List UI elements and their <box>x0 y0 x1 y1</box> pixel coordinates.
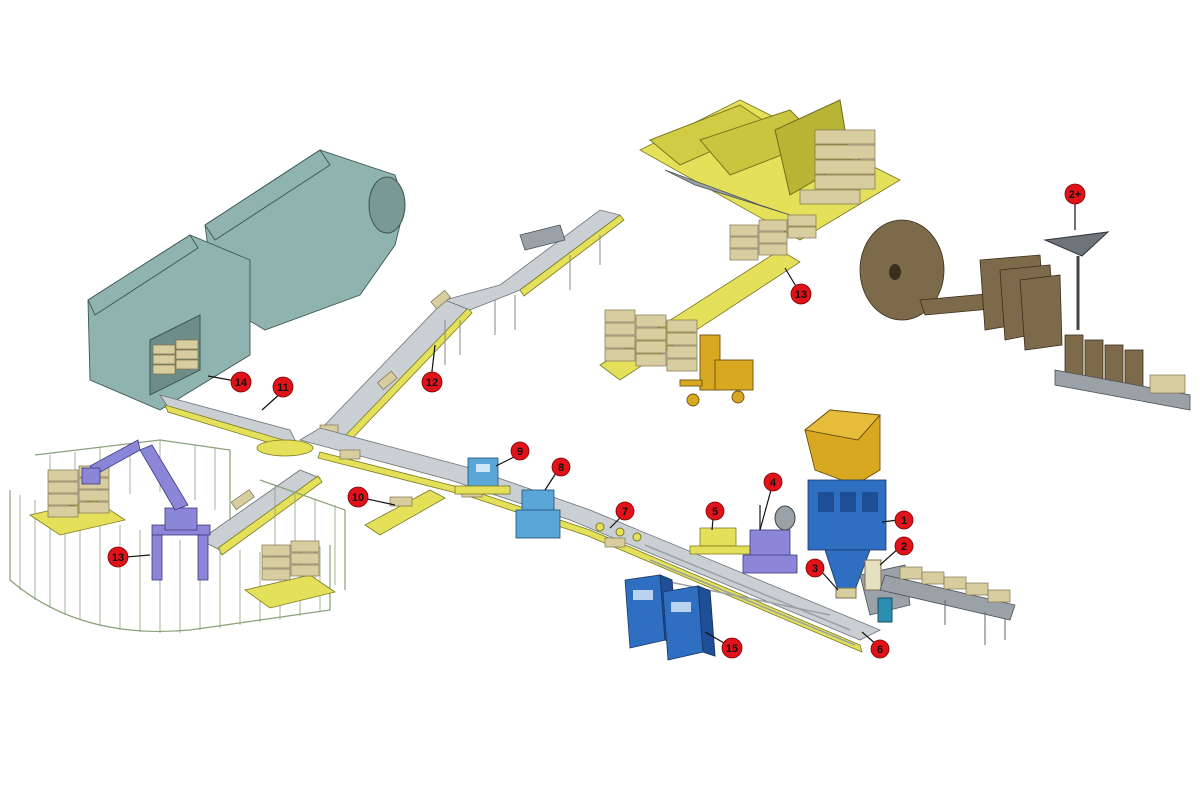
filler-body <box>807 479 887 551</box>
output-sack <box>1149 374 1186 394</box>
svg-text:6: 6 <box>877 644 883 656</box>
callout-2: 2 <box>894 536 914 556</box>
conveyor-12-incline <box>319 209 625 445</box>
machine-7-sensors <box>595 522 642 542</box>
leader-lines <box>125 203 1076 648</box>
svg-text:13: 13 <box>795 289 807 301</box>
mini-hopper <box>1043 231 1110 257</box>
bag-forming-sheets <box>979 254 1063 351</box>
machine-5 <box>689 527 751 555</box>
turntable <box>256 439 314 457</box>
svg-text:2: 2 <box>901 541 907 553</box>
svg-text:7: 7 <box>622 506 628 518</box>
robot-pallet-left <box>29 465 126 536</box>
svg-text:14: 14 <box>235 377 248 389</box>
platform-bag-stack <box>799 129 876 205</box>
main-conveyor <box>298 427 881 653</box>
filling-machine-1 <box>803 409 887 599</box>
pallet-stack-b <box>729 214 817 261</box>
robot-cell <box>9 439 346 633</box>
control-cabinets-15 <box>624 574 716 661</box>
callout-10: 10 <box>347 486 369 508</box>
guide-rails <box>644 544 856 646</box>
machine-9 <box>454 457 511 495</box>
svg-text:4: 4 <box>770 477 777 489</box>
svg-text:11: 11 <box>277 382 289 394</box>
callout-1: 1 <box>894 510 914 530</box>
bag-making-unit <box>859 219 1191 411</box>
truck-front-roof <box>87 234 199 316</box>
machine-8 <box>515 489 561 539</box>
incline-roller-box <box>519 224 566 251</box>
svg-text:13: 13 <box>112 552 124 564</box>
output-bags <box>899 566 1011 603</box>
svg-text:1: 1 <box>901 515 907 527</box>
palletizing-robot <box>81 439 211 581</box>
svg-text:8: 8 <box>558 462 564 474</box>
svg-text:5: 5 <box>712 506 718 518</box>
callout-9: 9 <box>510 441 530 461</box>
pallet-stack-a <box>604 309 698 372</box>
callout-15: 15 <box>721 637 743 659</box>
svg-text:10: 10 <box>352 492 364 504</box>
svg-text:15: 15 <box>726 643 738 655</box>
truck-rear-roof <box>204 149 331 241</box>
callout-11: 11 <box>272 376 294 398</box>
truck-group <box>87 149 406 411</box>
svg-text:3: 3 <box>812 563 818 575</box>
callout-14: 14 <box>230 371 252 393</box>
output-conveyor <box>879 566 1016 645</box>
svg-text:12: 12 <box>426 377 438 389</box>
callout-4: 4 <box>763 472 783 492</box>
conveyor-11 <box>159 394 314 457</box>
truck-bag-stack <box>152 339 199 375</box>
svg-text:9: 9 <box>517 446 523 458</box>
palletizer-station-top <box>599 99 901 407</box>
truck-cab-front <box>368 176 406 234</box>
callout-5: 5 <box>705 501 725 521</box>
safety-fence <box>9 439 346 633</box>
sack-conveyor <box>1054 369 1191 411</box>
callouts: 1 2 2+ 3 4 5 6 7 8 9 10 11 12 13 13 14 1… <box>107 183 1086 659</box>
forklift <box>679 334 754 407</box>
robot-pallet-right <box>244 540 336 609</box>
callout-13-top: 13 <box>790 283 812 305</box>
callout-6: 6 <box>870 639 890 659</box>
callout-8: 8 <box>551 457 571 477</box>
svg-text:2+: 2+ <box>1069 189 1082 201</box>
paper-roll-core <box>889 264 901 280</box>
callout-2-plus: 2+ <box>1064 183 1086 205</box>
machine-4-sewing <box>742 505 798 574</box>
callout-7: 7 <box>615 501 635 521</box>
paper-roll <box>859 219 945 321</box>
callout-12: 12 <box>421 371 443 393</box>
callout-13-robot: 13 <box>107 546 129 568</box>
callout-3: 3 <box>805 558 825 578</box>
